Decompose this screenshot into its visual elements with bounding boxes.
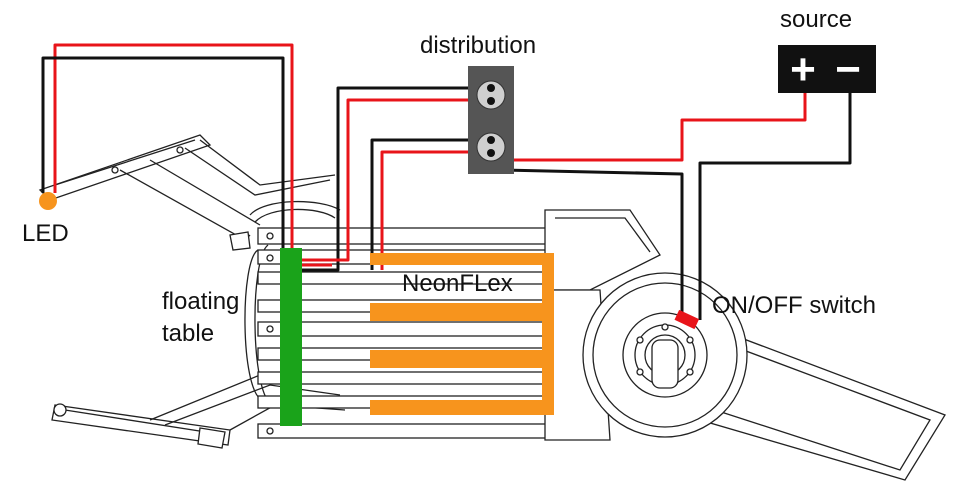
source-label: source [780,6,853,33]
upper-arm [38,134,336,251]
machine-drawing [38,134,946,481]
distribution-label: distribution [420,32,537,59]
led-label: LED [22,220,69,247]
positive-wire-source-to-distribution [500,92,807,162]
switch-label: ON/OFF switch [712,292,877,319]
on-off-switch [674,309,700,330]
floating-table-label: floating table [162,288,239,348]
negative-wire-source-to-switch [698,92,852,320]
dist-red-wire-1 [300,98,490,262]
positive-terminal: + [790,45,816,94]
neonflex-strips [370,253,554,415]
floating-table-label-line2: table [162,320,215,347]
motor-housing [544,209,946,481]
negative-terminal: − [835,45,861,94]
switch-wire-to-distribution [504,168,684,318]
distribution-block [468,66,514,174]
dist-black-wire-2 [370,138,488,270]
neonflex-label: NeonFLex [402,270,513,297]
source-box: + − [778,45,876,94]
dist-black-wire-1 [290,86,488,272]
floating-table-bar [280,248,302,426]
wiring [41,43,852,320]
floating-table-label-line1: floating [162,288,240,315]
led-red-wire [53,43,332,267]
lower-arm [51,374,346,449]
dist-red-wire-2 [380,150,490,270]
led [39,192,57,210]
